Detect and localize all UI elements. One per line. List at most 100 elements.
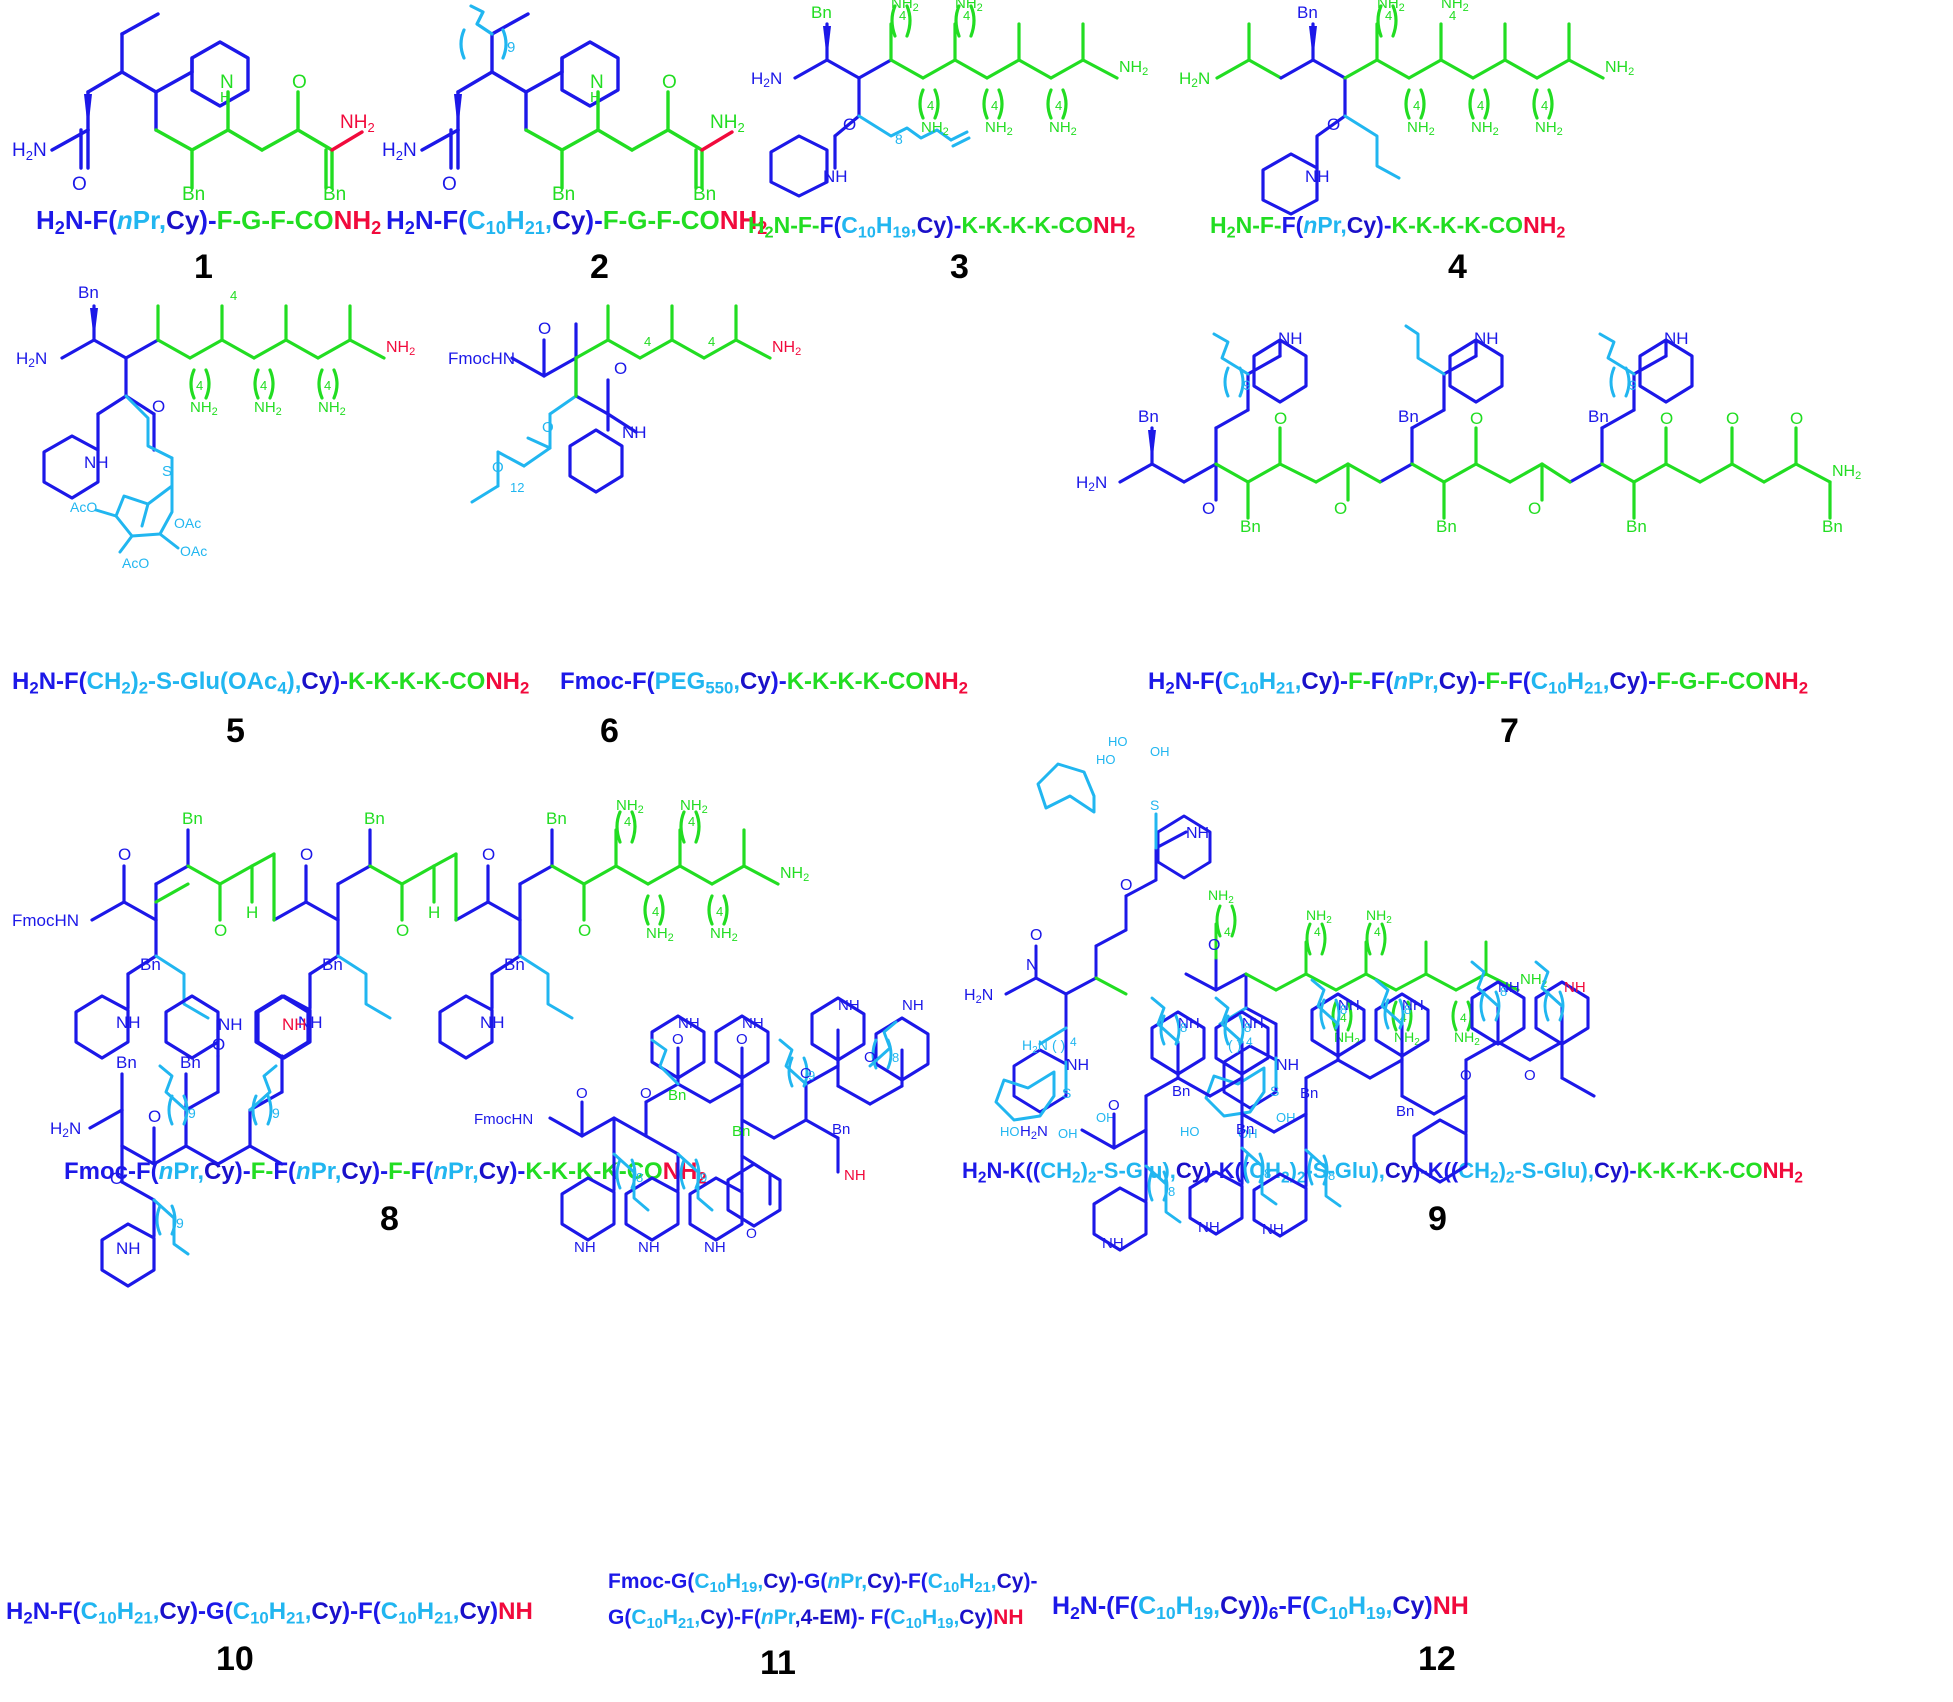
label-nh: NH (1066, 1057, 1089, 1074)
label-bn: Bn (832, 1121, 850, 1138)
label-nh: NH (298, 1013, 323, 1032)
label-nh: N (590, 72, 604, 93)
label-oxygen: O (482, 845, 495, 864)
caption-compound-6: Fmoc-F(PEG550,Cy)-K-K-K-K-CONH2 (560, 668, 968, 698)
label-chain-length: 4 (927, 98, 934, 113)
label-oxygen: O (800, 1065, 812, 1082)
label-chain-length: 9 (188, 1105, 196, 1121)
label-amine: H2N (16, 349, 47, 370)
label-chain-length: 4 (644, 334, 651, 349)
label-bn: Bn (668, 1087, 686, 1104)
label-nh: NH (1198, 1219, 1220, 1236)
label-oxygen: O (578, 921, 591, 940)
label-oxygen: O (442, 174, 457, 195)
caption-compound-12: H2N-(F(C10H19,Cy))6-F(C10H19,Cy)NH (1052, 1592, 1469, 1623)
label-amine: NH2 (318, 399, 346, 418)
label-bn: Bn (1822, 517, 1843, 536)
label-amine: NH2 (710, 925, 738, 944)
label-fmoc: FmocHN (448, 349, 515, 368)
label-oxygen: O (1120, 877, 1132, 894)
label-nh: NH (622, 423, 647, 442)
label-nh: NH (116, 1013, 141, 1032)
label-oxygen: O (672, 1031, 684, 1048)
caption-compound-3: H2N-F-F(C10H19,Cy)-K-K-K-K-CONH2 (748, 212, 1136, 242)
label-oxygen: O (1327, 115, 1340, 134)
label-chain-length: 8 (895, 131, 903, 147)
label-chain-length: 4 (708, 334, 715, 349)
number-compound-12: 12 (1418, 1640, 1456, 1678)
label-chain-length: 4 (1449, 8, 1456, 23)
label-amine: H2N (751, 69, 782, 90)
label-bn: Bn (811, 3, 832, 22)
label-chain-length: 8 (1244, 1020, 1251, 1035)
label-nh: NH (1498, 979, 1520, 996)
label-sulfur: S (1062, 1085, 1071, 1101)
number-compound-11: 11 (760, 1644, 796, 1682)
label-nh: NH (1278, 329, 1303, 348)
caption-compound-11: Fmoc-G(C10H19,Cy)-G(nPr,Cy)-F(C10H21,Cy)… (608, 1570, 1038, 1597)
label-bn: Bn (180, 1053, 201, 1072)
label-amide: NH2 (780, 865, 809, 884)
label-bn: Bn (1236, 1121, 1254, 1138)
label-chain-length: 4 (1374, 925, 1381, 939)
label-oxygen: O (843, 115, 856, 134)
label-bn: Bn (1172, 1083, 1190, 1100)
label-nh: NH (1664, 329, 1689, 348)
label-chain-length: 4 (652, 904, 659, 919)
label-chain-length: 8 (636, 1170, 643, 1185)
structure-compound-12: H2N O Bn Bn Bn Bn O O NH NH NH NH NH NH … (1020, 960, 1730, 1300)
label-chain-length: 9 (507, 39, 515, 56)
label-oxygen: O (300, 845, 313, 864)
label-chain-length: 8 (1328, 1168, 1335, 1183)
label-nh: NH (1242, 1015, 1264, 1032)
label-nh: NH (823, 167, 848, 186)
label-amine: NH2 (1407, 119, 1435, 138)
label-chain-length: 4 (624, 814, 631, 829)
label-chain-length: 9 (176, 1215, 184, 1231)
label-oxygen: O (72, 174, 87, 195)
label-bn: Bn (364, 809, 385, 828)
label-chain-length: 8 (1404, 1002, 1411, 1017)
label-nh: NH (1186, 825, 1209, 842)
label-amine: NH2 (1306, 907, 1332, 926)
label-chain-length: 4 (1413, 98, 1420, 113)
label-amine: NH2 (190, 399, 218, 418)
label-oxygen: O (1660, 409, 1673, 428)
label-ho: HO (1180, 1124, 1200, 1139)
label-bn: Bn (182, 809, 203, 828)
label-amine: H2N (1022, 1037, 1048, 1056)
label-nh: NH (218, 1015, 243, 1034)
label-repeat-count: 12 (510, 480, 524, 495)
label-bn: Bn (546, 809, 567, 828)
label-morpholine-o: O (746, 1225, 757, 1241)
label-oxygen: O (1274, 409, 1287, 428)
label-chain-length: 9 (1629, 377, 1637, 393)
label-nh: NH (704, 1239, 726, 1256)
label-amine: NH2 (1454, 1029, 1480, 1048)
label-oxygen: O (662, 72, 677, 93)
label-ho: HO (1096, 752, 1116, 767)
label-amine: NH2 (254, 399, 282, 418)
label-amine: H2N (12, 140, 47, 163)
label-nh-h: H (590, 89, 601, 106)
label-chain-length: 4 (899, 8, 906, 23)
caption-compound-11-line2: G(C10H21,Cy)-F(nPr,4-EM)- F(C10H19,Cy)NH (608, 1606, 1024, 1633)
label-oxygen: O (576, 1085, 588, 1102)
label-aco: AcO (70, 499, 97, 515)
label-nh: NH (1178, 1015, 1200, 1032)
label-bn: Bn (1300, 1085, 1318, 1102)
label-amine: NH2 (646, 925, 674, 944)
label-nh: NH (1338, 997, 1360, 1014)
caption-compound-10: H2N-F(C10H21,Cy)-G(C10H21,Cy)-F(C10H21,C… (6, 1598, 533, 1628)
label-oxygen: O (1030, 927, 1042, 944)
label-nh: NH (574, 1239, 596, 1256)
label-amine: NH2 (955, 0, 983, 14)
number-compound-2: 2 (590, 248, 609, 286)
label-amine: NH2 (1471, 119, 1499, 138)
label-chain-length: 4 (324, 378, 331, 393)
structure-compound-6: FmocHN O O NH O O 12 4 4 NH2 (440, 304, 860, 660)
number-compound-6: 6 (600, 712, 619, 750)
label-amine: H2N (1179, 69, 1210, 90)
label-nh: NH (902, 997, 924, 1014)
